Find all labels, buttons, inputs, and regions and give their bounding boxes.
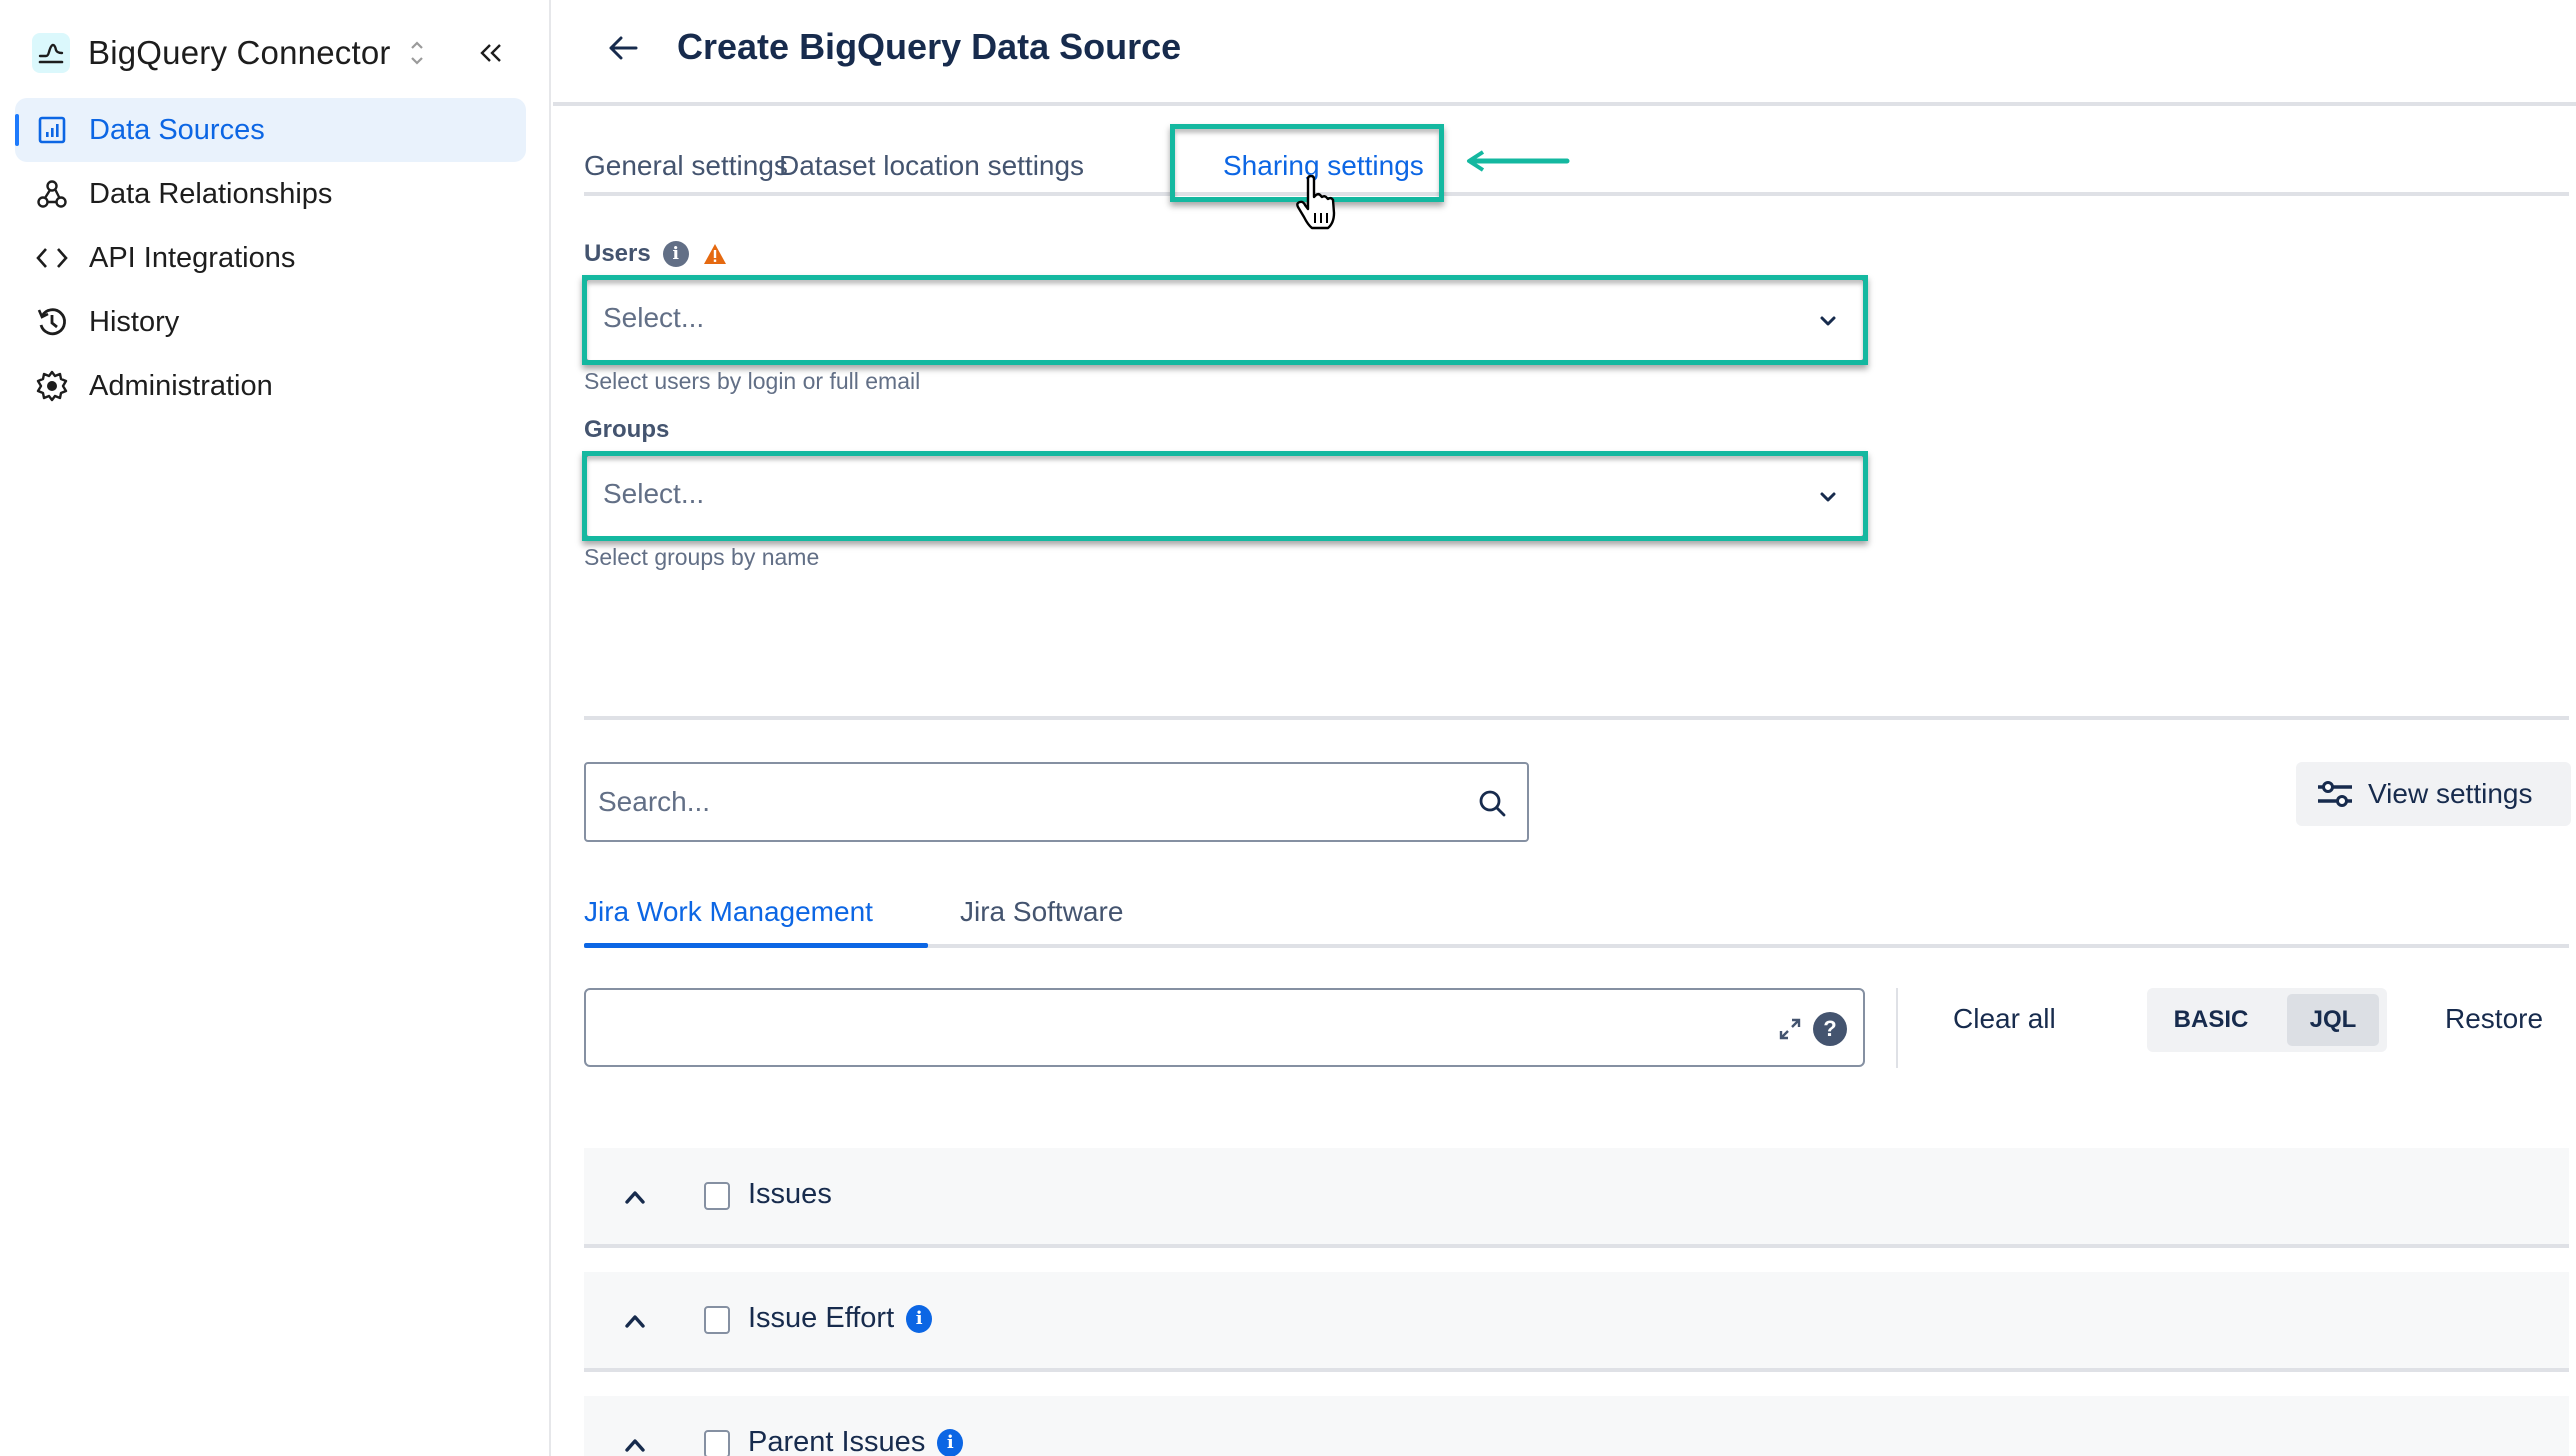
- jql-mode-button[interactable]: JQL: [2287, 994, 2379, 1046]
- page-title: Create BigQuery Data Source: [677, 26, 1182, 67]
- annotation-arrow-icon: [1467, 150, 1570, 172]
- users-select[interactable]: Select...: [585, 278, 1865, 362]
- history-icon: [35, 305, 69, 339]
- sidebar-item-history[interactable]: History: [15, 290, 526, 354]
- bar-chart-icon: [35, 113, 69, 147]
- chevron-up-icon[interactable]: [622, 1308, 648, 1334]
- bigquery-logo-icon: [32, 33, 70, 73]
- chevron-up-down-icon[interactable]: [409, 38, 425, 68]
- issues-checkbox[interactable]: [704, 1182, 730, 1210]
- section-divider: [584, 716, 2569, 720]
- code-brackets-icon: [35, 241, 69, 275]
- entity-row-parent-issues: Parent Issues i: [584, 1396, 2569, 1456]
- tab-dataset-location-settings[interactable]: Dataset location settings: [779, 150, 1085, 181]
- basic-mode-button[interactable]: BASIC: [2173, 1006, 2249, 1033]
- users-label: Users i: [584, 240, 727, 268]
- hand-cursor-icon: [1296, 175, 1336, 230]
- sidebar-item-label: History: [89, 305, 180, 338]
- tab-sharing-settings[interactable]: Sharing settings: [1223, 150, 1424, 181]
- help-icon[interactable]: ?: [1813, 1012, 1847, 1046]
- product-tabs: Jira Work Management Jira Software: [584, 888, 2569, 948]
- sidebar-item-api-integrations[interactable]: API Integrations: [15, 226, 526, 290]
- active-tab-indicator: [584, 943, 928, 948]
- entity-label-text: Parent Issues: [748, 1426, 926, 1456]
- groups-label: Groups: [584, 416, 670, 443]
- sidebar-nav: Data Sources Data Relationships API Inte…: [15, 98, 526, 418]
- search-input[interactable]: Search...: [584, 762, 1529, 842]
- double-chevron-left-icon[interactable]: [478, 32, 506, 74]
- users-label-text: Users: [584, 240, 651, 267]
- tab-jira-software[interactable]: Jira Software: [960, 896, 1124, 927]
- page-header: Create BigQuery Data Source: [553, 0, 2576, 106]
- issue-effort-checkbox[interactable]: [704, 1306, 730, 1334]
- groups-select-placeholder: Select...: [603, 478, 705, 509]
- entity-label: Parent Issues i: [748, 1426, 964, 1456]
- users-select-placeholder: Select...: [603, 302, 705, 333]
- search-icon[interactable]: [1477, 788, 1507, 818]
- chevron-down-icon: [1820, 492, 1836, 502]
- sidebar-item-data-relationships[interactable]: Data Relationships: [15, 162, 526, 226]
- tab-general-settings[interactable]: General settings: [584, 150, 788, 181]
- sidebar: BigQuery Connector Data Sources Data Rel…: [0, 0, 551, 1456]
- chevron-down-icon: [1820, 316, 1836, 326]
- entity-row-issue-effort: Issue Effort i: [584, 1272, 2569, 1372]
- sidebar-item-administration[interactable]: Administration: [15, 354, 526, 418]
- jql-input[interactable]: ?: [584, 988, 1865, 1067]
- chevron-up-icon[interactable]: [622, 1432, 648, 1456]
- webhook-icon: [35, 177, 69, 211]
- entity-label-text: Issue Effort: [748, 1302, 895, 1334]
- app-title: BigQuery Connector: [88, 34, 391, 71]
- restore-button[interactable]: Restore: [2445, 1003, 2544, 1034]
- main-content: Create BigQuery Data Source General sett…: [553, 0, 2576, 1456]
- groups-select[interactable]: Select...: [585, 454, 1865, 538]
- info-icon[interactable]: i: [906, 1304, 933, 1333]
- arrow-left-icon[interactable]: [603, 28, 643, 68]
- entity-label: Issue Effort i: [748, 1302, 933, 1335]
- warning-icon: [703, 242, 727, 266]
- entity-row-issues: Issues: [584, 1148, 2569, 1248]
- app-header: BigQuery Connector: [32, 32, 522, 74]
- chevron-up-icon[interactable]: [622, 1184, 648, 1210]
- settings-tabs: General settings Dataset location settin…: [584, 140, 2569, 196]
- groups-helper-text: Select groups by name: [584, 544, 820, 570]
- view-settings-button[interactable]: View settings: [2296, 762, 2571, 826]
- sidebar-item-label: Data Relationships: [89, 177, 333, 210]
- entity-label-text: Issues: [748, 1178, 832, 1210]
- tab-jira-work-management[interactable]: Jira Work Management: [584, 896, 873, 927]
- clear-all-button[interactable]: Clear all: [1953, 1003, 2056, 1034]
- users-helper-text: Select users by login or full email: [584, 368, 921, 394]
- sliders-icon: [2318, 781, 2352, 807]
- parent-issues-checkbox[interactable]: [704, 1430, 730, 1456]
- expand-icon[interactable]: [1777, 1016, 1803, 1042]
- search-placeholder: Search...: [598, 786, 711, 817]
- sidebar-item-data-sources[interactable]: Data Sources: [15, 98, 526, 162]
- toolbar-divider: [1896, 988, 1898, 1068]
- info-icon[interactable]: i: [937, 1428, 964, 1456]
- sidebar-item-label: Administration: [89, 369, 273, 402]
- info-icon[interactable]: i: [662, 241, 689, 267]
- sidebar-item-label: Data Sources: [89, 113, 265, 146]
- sidebar-item-label: API Integrations: [89, 241, 296, 274]
- gear-icon: [35, 369, 69, 403]
- query-mode-toggle: BASIC JQL: [2147, 988, 2387, 1052]
- view-settings-label: View settings: [2368, 778, 2533, 809]
- entity-label: Issues: [748, 1178, 832, 1211]
